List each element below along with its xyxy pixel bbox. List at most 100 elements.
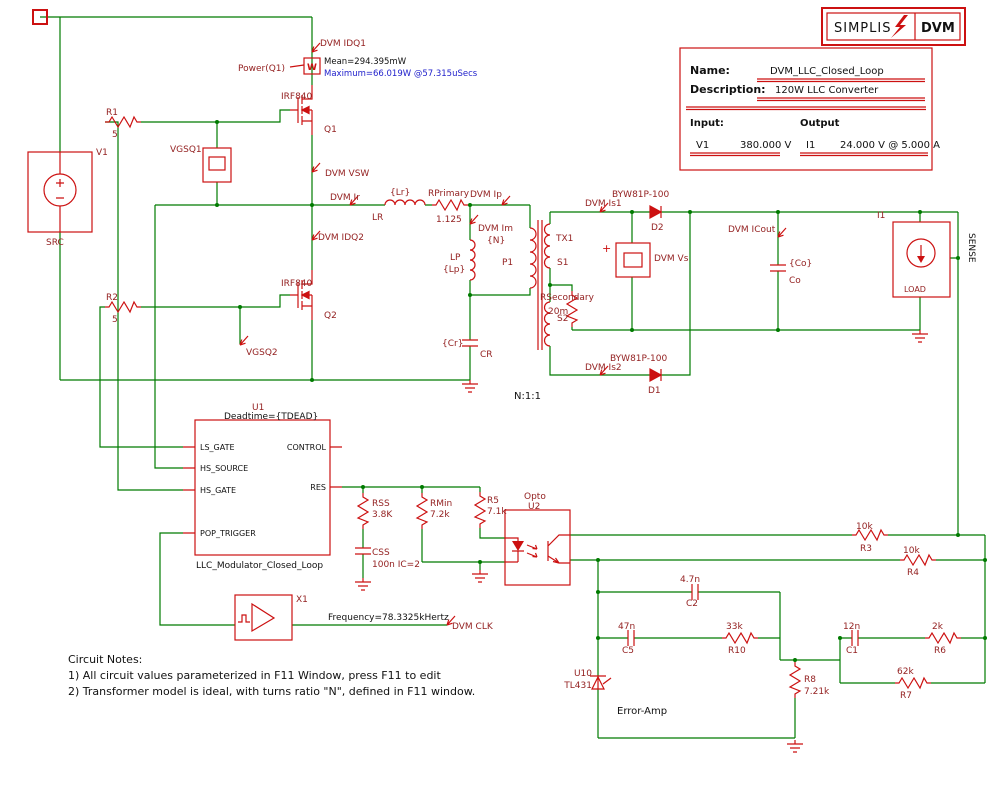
vs-plus-label: + <box>602 242 611 255</box>
rsecondary-value: 20m <box>548 307 568 317</box>
power-probe[interactable]: W <box>289 57 321 75</box>
v1-source[interactable] <box>27 151 93 233</box>
im-probe-icon[interactable] <box>469 214 479 225</box>
turns-ratio-label: N:1:1 <box>514 391 541 402</box>
opto-label: Opto <box>524 492 546 502</box>
r4-label: R4 <box>907 568 919 578</box>
r3-label: R3 <box>860 544 872 554</box>
r4-resistor[interactable] <box>899 554 937 566</box>
r5-resistor[interactable] <box>474 491 486 529</box>
rmin-value: 7.2k <box>430 510 450 520</box>
rmin-resistor[interactable] <box>416 492 428 530</box>
cr-value: {Cr} <box>442 339 463 349</box>
ground-feedback[interactable] <box>786 739 804 753</box>
r6-label: R6 <box>934 646 946 656</box>
rss-resistor[interactable] <box>357 492 369 530</box>
r2-label: R2 <box>106 293 118 303</box>
c1-label: C1 <box>846 646 858 656</box>
im-label: DVM Im <box>478 224 513 234</box>
s2-label: S2 <box>557 314 568 324</box>
info-name-label: Name: <box>690 64 730 77</box>
q1-label: Q1 <box>324 125 337 135</box>
vs-probe[interactable] <box>615 242 651 278</box>
power-probe-unit: W <box>307 63 317 73</box>
rss-value: 3.8K <box>372 510 393 520</box>
u1-model-label: LLC_Modulator_Closed_Loop <box>196 561 323 571</box>
r8-label: R8 <box>804 675 816 685</box>
icout-label: DVM ICout <box>728 225 776 235</box>
ip-probe-icon[interactable] <box>501 195 511 206</box>
d1-model-label: BYW81P-100 <box>610 354 667 364</box>
lp-value: {Lp} <box>443 265 465 275</box>
r5-value: 7.1k <box>487 507 507 517</box>
ground-output[interactable] <box>911 329 929 343</box>
x1-oscillator[interactable] <box>234 594 293 641</box>
c5-label: C5 <box>622 646 634 656</box>
lp-inductor[interactable] <box>469 239 476 281</box>
q2-mosfet[interactable] <box>289 269 313 321</box>
info-input-value: 380.000 V <box>740 140 792 151</box>
r10-resistor[interactable] <box>721 632 759 644</box>
dvm-info-box: Name: DVM_LLC_Closed_Loop Description: 1… <box>679 47 940 171</box>
node-marker[interactable] <box>32 9 48 25</box>
u1-controller[interactable] <box>183 419 342 556</box>
css-capacitor[interactable] <box>354 547 372 555</box>
r8-resistor[interactable] <box>789 661 801 699</box>
r2-resistor[interactable] <box>104 301 142 313</box>
c5-capacitor[interactable] <box>627 629 635 647</box>
transformer-tx1[interactable] <box>529 220 551 350</box>
d2-diode[interactable] <box>649 205 662 219</box>
co-value: {Co} <box>789 259 812 269</box>
c1-capacitor[interactable] <box>851 629 859 647</box>
u2-optocoupler[interactable] <box>504 509 571 586</box>
lightning-icon <box>891 15 908 38</box>
rprimary-resistor[interactable] <box>431 199 469 211</box>
u10-model-label: TL431 <box>563 681 592 691</box>
r7-resistor[interactable] <box>894 677 932 689</box>
sense-label: SENSE <box>966 233 976 263</box>
vgsq1-probe[interactable] <box>202 147 232 183</box>
simplis-dvm-logo: SIMPLIS DVM <box>821 7 966 46</box>
ground-primary[interactable] <box>461 379 479 393</box>
idq1-probe-icon[interactable] <box>311 42 321 53</box>
error-amp-label: Error-Amp <box>617 706 667 717</box>
vgsq1-label: VGSQ1 <box>170 145 202 155</box>
v1-label: V1 <box>96 148 108 158</box>
icout-probe-icon[interactable] <box>777 227 787 238</box>
d1-diode[interactable] <box>649 368 662 382</box>
u2-label: U2 <box>528 502 540 512</box>
vgsq2-probe-icon[interactable] <box>239 335 249 346</box>
cr-capacitor[interactable] <box>461 339 479 347</box>
n-param-label: {N} <box>487 236 505 246</box>
r6-value: 2k <box>932 622 944 632</box>
lr-value: {Lr} <box>390 188 410 198</box>
tx1-label: TX1 <box>555 234 573 244</box>
info-input-source: V1 <box>696 140 709 151</box>
wire-segments[interactable] <box>40 16 987 739</box>
info-description-value: 120W LLC Converter <box>775 85 879 96</box>
ground-opto[interactable] <box>471 569 489 583</box>
r6-resistor[interactable] <box>924 632 962 644</box>
pin-ls-gate: LS_GATE <box>200 443 235 452</box>
pin-hs-gate: HS_GATE <box>200 486 236 495</box>
co-capacitor[interactable] <box>769 264 787 272</box>
i1-load[interactable] <box>892 221 951 298</box>
pin-hs-source: HS_SOURCE <box>200 464 248 473</box>
q2-model-label: IRF840 <box>281 279 313 289</box>
u10-tl431[interactable] <box>590 675 612 690</box>
lr-inductor[interactable] <box>384 199 426 206</box>
load-label: LOAD <box>904 285 926 294</box>
ground-css[interactable] <box>354 577 372 591</box>
c2-capacitor[interactable] <box>691 583 699 601</box>
lp-label: LP <box>450 253 461 263</box>
r1-value: 5 <box>112 130 118 140</box>
info-output-label: Output <box>800 118 840 129</box>
info-output-source: I1 <box>806 140 815 151</box>
info-description-label: Description: <box>690 83 766 96</box>
power-probe-label: Power(Q1) <box>238 64 285 74</box>
logo-simplis-text: SIMPLIS <box>834 21 891 36</box>
idq1-label: DVM IDQ1 <box>320 39 366 49</box>
vsw-probe-icon[interactable] <box>311 162 321 173</box>
c2-value: 4.7n <box>680 575 700 585</box>
